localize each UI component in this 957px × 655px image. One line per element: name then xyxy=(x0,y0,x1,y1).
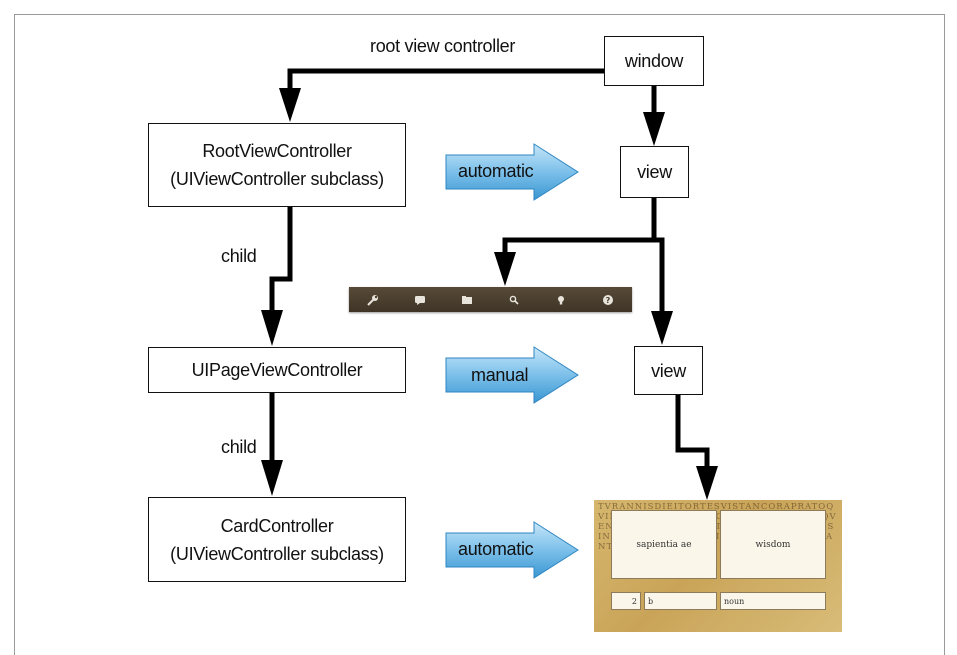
card-term: sapientia ae xyxy=(636,539,692,550)
card-number: 2 xyxy=(631,596,637,606)
node-root-view-controller: RootViewController (UIViewController sub… xyxy=(148,123,406,207)
connector-root-to-page xyxy=(269,207,293,310)
connector-view-split xyxy=(502,198,657,252)
node-window: window xyxy=(604,36,704,86)
edge-label-child-1: child xyxy=(221,246,257,266)
node-page-view-controller: UIPageViewController xyxy=(148,347,406,393)
edge-label-root-view-controller: root view controller xyxy=(370,36,516,56)
arrow-label-automatic-bottom: automatic xyxy=(458,539,534,559)
connector-view-to-card xyxy=(675,395,710,466)
arrowhead-card xyxy=(261,460,283,496)
node-root-view-controller-subtitle: (UIViewController subclass) xyxy=(170,169,384,189)
toolbar-screenshot: ? xyxy=(349,287,632,312)
card-declension-cell: b xyxy=(644,592,717,610)
big-arrow-bottom xyxy=(445,521,579,579)
figure-border xyxy=(14,14,945,655)
node-card-controller-title: CardController xyxy=(220,515,334,536)
big-arrow-middle xyxy=(445,346,579,404)
arrowhead-root xyxy=(279,88,301,122)
arrowhead-view-top xyxy=(643,112,665,146)
arrow-label-manual: manual xyxy=(471,365,529,385)
card-term-cell: sapientia ae xyxy=(611,510,717,579)
help-icon: ? xyxy=(601,293,615,307)
arrowhead-toolbar xyxy=(494,252,516,286)
card-definition-cell: wisdom xyxy=(720,510,826,579)
folder-icon xyxy=(460,293,474,307)
node-view-middle-label: view xyxy=(651,360,686,381)
card-declension: b xyxy=(648,596,654,606)
node-card-controller-subtitle: (UIViewController subclass) xyxy=(170,543,384,564)
edge-label-child-2: child xyxy=(221,437,257,457)
card-definition: wisdom xyxy=(755,539,791,550)
node-view-top-label: view xyxy=(637,162,672,182)
node-card-controller: CardController (UIViewController subclas… xyxy=(148,497,406,582)
speech-bubble-icon xyxy=(413,293,427,307)
big-arrow-top xyxy=(445,143,579,201)
wrench-icon xyxy=(366,293,380,307)
search-icon xyxy=(507,293,521,307)
node-view-middle: view xyxy=(634,346,703,395)
svg-text:?: ? xyxy=(606,296,611,305)
card-part-of-speech-cell: noun xyxy=(720,592,826,610)
arrow-label-automatic-top: automatic xyxy=(458,161,534,181)
arrowhead-card-screenshot xyxy=(696,466,718,500)
card-part-of-speech: noun xyxy=(724,596,745,606)
card-screenshot: TVRANNISDIEITORTESVISTANCORAPRATOQVIBANT… xyxy=(594,500,842,632)
lightbulb-icon xyxy=(554,293,568,307)
connector-window-to-root xyxy=(287,68,604,88)
node-window-label: window xyxy=(624,51,684,71)
arrowhead-page xyxy=(261,310,283,346)
node-root-view-controller-title: RootViewController xyxy=(202,141,352,161)
connector-view-to-view xyxy=(654,237,665,311)
node-page-view-controller-label: UIPageViewController xyxy=(191,360,363,380)
card-number-cell: 2 xyxy=(611,592,641,610)
node-view-top: view xyxy=(620,146,689,198)
arrowhead-view-middle xyxy=(651,311,673,345)
